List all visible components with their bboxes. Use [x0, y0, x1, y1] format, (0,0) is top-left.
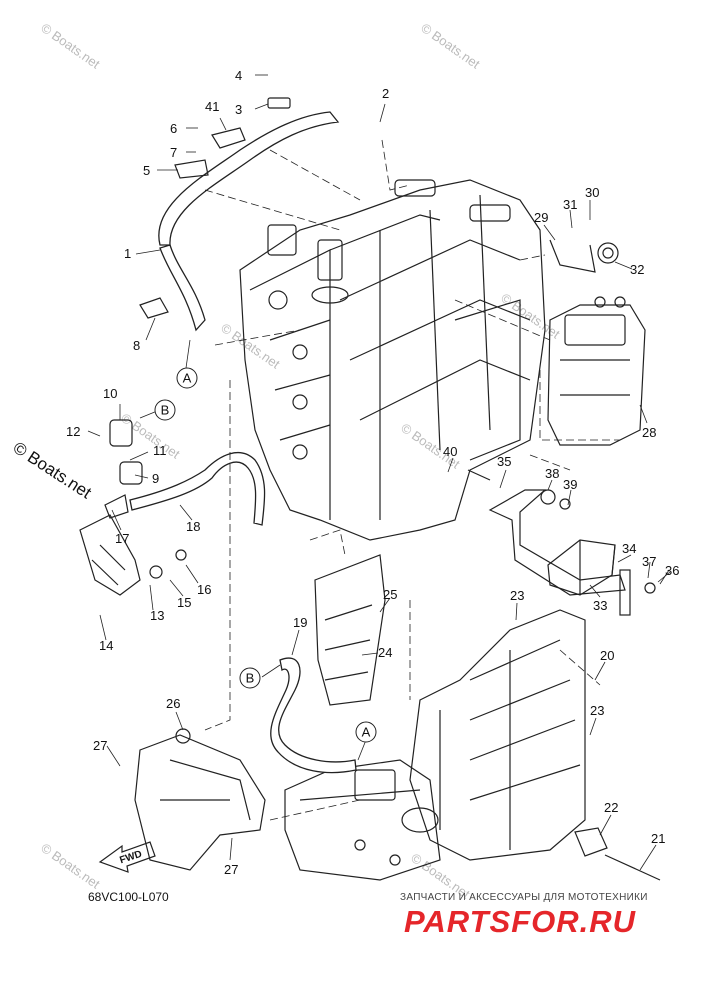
watermark-text: © Boats.net [38, 840, 103, 892]
callout-12: 12 [66, 424, 80, 439]
callout-38: 38 [545, 466, 559, 481]
mount-brackets [79, 514, 386, 871]
leader-lines [87, 74, 671, 871]
callout-1: 1 [124, 246, 131, 261]
callout-39: 39 [563, 477, 577, 492]
svg-text:B: B [246, 671, 255, 686]
watermark-text: © Boats.net [218, 320, 283, 372]
callout-31: 31 [563, 197, 577, 212]
callout-24: 24 [378, 645, 392, 660]
callout-19: 19 [293, 615, 307, 630]
callout-26: 26 [166, 696, 180, 711]
callout-32: 32 [630, 262, 644, 277]
callout-23: 23 [590, 703, 604, 718]
watermark-text: © Boats.net [38, 20, 103, 72]
callout-20: 20 [600, 648, 614, 663]
callout-7: 7 [170, 145, 177, 160]
fwd-arrow: FWD [98, 841, 156, 873]
callout-23: 23 [510, 588, 524, 603]
callout-2: 2 [382, 86, 389, 101]
callout-11: 11 [153, 443, 167, 458]
callout-8: 8 [133, 338, 140, 353]
callout-37: 37 [642, 554, 656, 569]
callout-5: 5 [143, 163, 150, 178]
sensor-bracket [467, 469, 656, 616]
callout-4: 4 [235, 68, 242, 83]
reference-lines [204, 139, 620, 821]
watermark-text: © Boats.net [418, 20, 483, 72]
callout-29: 29 [534, 210, 548, 225]
engine-block [239, 179, 546, 541]
callout-22: 22 [604, 800, 618, 815]
reference-circle-a: A [176, 367, 198, 389]
callout-16: 16 [197, 582, 211, 597]
hoses [104, 97, 357, 774]
reference-circle-b: B [154, 399, 176, 421]
callout-41: 41 [205, 99, 219, 114]
reference-circle-layer: A B B A [154, 367, 377, 743]
svg-text:A: A [362, 725, 371, 740]
callout-27: 27 [93, 738, 107, 753]
svg-text:B: B [161, 403, 170, 418]
callout-layer: 1234567891011121314151617181920212223232… [66, 68, 679, 877]
callout-10: 10 [103, 386, 117, 401]
callout-14: 14 [99, 638, 113, 653]
callout-9: 9 [152, 471, 159, 486]
callout-18: 18 [186, 519, 200, 534]
drawing-code: 68VC100-L070 [88, 890, 169, 904]
ignition-module [547, 239, 646, 446]
watermark-text: © Boats.net [118, 410, 183, 462]
callout-36: 36 [665, 563, 679, 578]
callout-33: 33 [593, 598, 607, 613]
callout-27: 27 [224, 862, 238, 877]
brand-logo-text: PARTSFOR.RU [404, 904, 637, 939]
svg-text:A: A [183, 371, 192, 386]
callout-21: 21 [651, 831, 665, 846]
callout-30: 30 [585, 185, 599, 200]
callout-25: 25 [383, 587, 397, 602]
reference-circle-b: B [239, 667, 261, 689]
callout-34: 34 [622, 541, 636, 556]
reference-circle-a: A [355, 721, 377, 743]
callout-40: 40 [443, 444, 457, 459]
callout-6: 6 [170, 121, 177, 136]
callout-28: 28 [642, 425, 656, 440]
callout-15: 15 [177, 595, 191, 610]
brand-tagline: ЗАПЧАСТИ И АКСЕССУАРЫ ДЛЯ МОТОТЕХНИКИ [400, 892, 648, 903]
callout-35: 35 [497, 454, 511, 469]
watermark-text: © Boats.net [498, 290, 563, 342]
callout-17: 17 [115, 531, 129, 546]
callout-3: 3 [235, 102, 242, 117]
watermark-layer: © Boats.net © Boats.net © Boats.net © Boats… [38, 20, 563, 902]
intake-manifold [284, 609, 661, 881]
callout-13: 13 [150, 608, 164, 623]
